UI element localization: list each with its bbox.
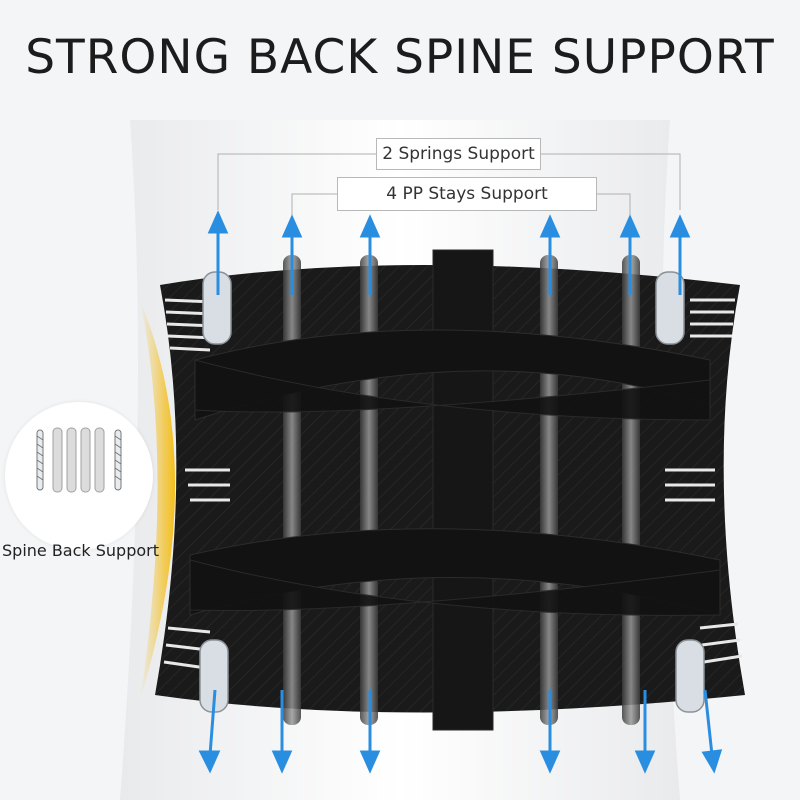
arrows-up xyxy=(207,210,691,295)
arrow-down-icon xyxy=(271,750,293,774)
spine-back-support-caption: Spine Back Support xyxy=(2,541,160,560)
left-glow xyxy=(140,300,175,700)
stays-support-label: 4 PP Stays Support xyxy=(337,177,597,211)
arrow-down-icon xyxy=(634,750,656,774)
arrow-up-icon xyxy=(359,214,381,238)
arrow-up-icon xyxy=(539,214,561,238)
headline: STRONG BACK SPINE SUPPORT xyxy=(25,30,775,85)
spring-icon xyxy=(114,429,122,491)
arrow-down-icon xyxy=(198,750,221,774)
arrow-up-icon xyxy=(669,214,691,238)
stay-icon xyxy=(52,427,105,493)
arrow-up-icon xyxy=(207,210,229,234)
springs-support-label: 2 Springs Support xyxy=(376,138,541,170)
center-strap xyxy=(432,249,494,731)
arrow-down-icon xyxy=(701,749,723,774)
arrow-up-icon xyxy=(281,214,303,238)
support-parts-icon xyxy=(36,427,122,493)
label-connectors xyxy=(217,153,681,215)
support-inset-circle xyxy=(5,402,153,550)
cross-straps xyxy=(189,329,721,616)
arrows-down xyxy=(198,689,723,774)
spring-icon xyxy=(36,429,44,491)
arrow-down-icon xyxy=(359,750,381,774)
arrow-down-icon xyxy=(539,750,561,774)
arrow-up-icon xyxy=(619,214,641,238)
